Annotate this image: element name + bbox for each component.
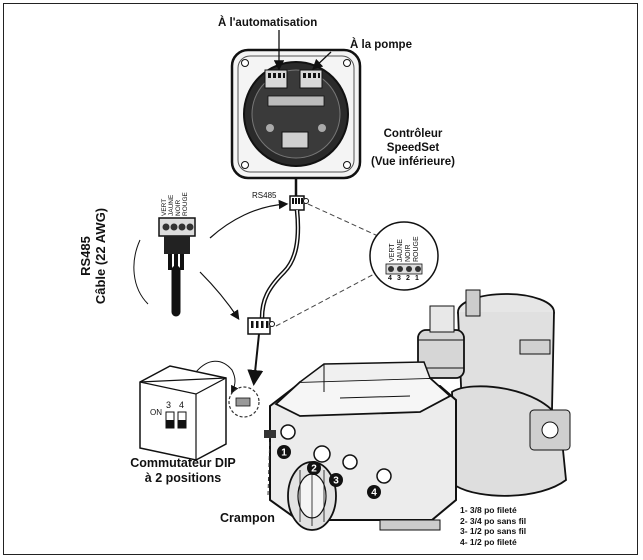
cable-wire-2: JAUNE — [168, 194, 175, 216]
rs485-cable — [158, 217, 196, 317]
rs485-cable-label-line1: RS485 — [78, 236, 93, 276]
terminal-wire-4: ROUGE — [413, 236, 420, 262]
legend-item-3: 3- 1/2 po sans fil — [460, 526, 527, 536]
dip-position-4: 4 — [179, 400, 185, 410]
dip-switch-label-line2: à 2 positions — [144, 471, 222, 485]
label-to-automation: À l'automatisation — [218, 17, 318, 29]
cable-wire-1: VERT — [161, 198, 168, 216]
dip-switch-box — [139, 365, 227, 461]
controller-label: Contrôleur SpeedSet (Vue inférieure) — [358, 127, 468, 169]
rs485-cable-label-line2: Câble (22 AWG) — [93, 207, 108, 305]
port-number-3: 3 — [333, 476, 339, 487]
rs485-cable-label: RS485 Câble (22 AWG) — [78, 196, 108, 316]
legend-item-2: 2- 3/4 po sans fil — [460, 515, 527, 526]
dip-switch-label-line1: Commutateur DIP — [130, 456, 236, 470]
legend-item-4: 4- 1/2 po fileté — [460, 536, 517, 547]
terminal-pin-1: 1 — [415, 275, 419, 282]
port-legend: 1- 3/8 po fileté 2- 3/4 po sans fil 3- 1… — [460, 505, 526, 547]
port-badge-3 — [329, 473, 343, 487]
terminal-pin-4: 4 — [388, 275, 392, 282]
controller-label-line3: (Vue inférieure) — [371, 156, 455, 168]
port-badge-4 — [367, 485, 381, 499]
dip-switch-label: Commutateur DIP à 2 positions — [108, 456, 258, 486]
rs485-connector-label: RS485 — [252, 191, 277, 200]
cable-wire-3: NOIR — [175, 199, 182, 216]
cable-wire-labels: VERT JAUNE NOIR ROUGE — [161, 192, 189, 216]
port-number-1: 1 — [281, 448, 287, 459]
speedset-controller — [230, 48, 362, 180]
dip-position-3: 3 — [166, 400, 172, 410]
clamp-label: Crampon — [220, 511, 275, 525]
dip-on-label: ON — [150, 408, 162, 417]
controller-label-line2: SpeedSet — [386, 142, 440, 154]
terminal-wire-3: NOIR — [405, 244, 412, 263]
terminal-pin-2: 2 — [406, 275, 410, 282]
terminal-detail — [369, 221, 439, 291]
terminal-wire-labels: VERT JAUNE NOIR ROUGE — [389, 236, 421, 262]
cable-wire-4: ROUGE — [182, 192, 189, 216]
diagram-frame — [3, 3, 638, 555]
terminal-pin-3: 3 — [397, 275, 401, 282]
terminal-wire-1: VERT — [389, 243, 396, 262]
terminal-wire-2: JAUNE — [397, 239, 404, 262]
controller-label-line1: Contrôleur — [383, 128, 443, 140]
port-badge-1 — [277, 445, 291, 459]
port-badge-2 — [307, 461, 321, 475]
port-number-2: 2 — [311, 464, 317, 475]
port-number-4: 4 — [371, 488, 377, 499]
legend-item-1: 1- 3/8 po fileté — [460, 505, 517, 515]
label-to-pump: À la pompe — [350, 39, 412, 51]
pump-illustration — [269, 289, 571, 531]
